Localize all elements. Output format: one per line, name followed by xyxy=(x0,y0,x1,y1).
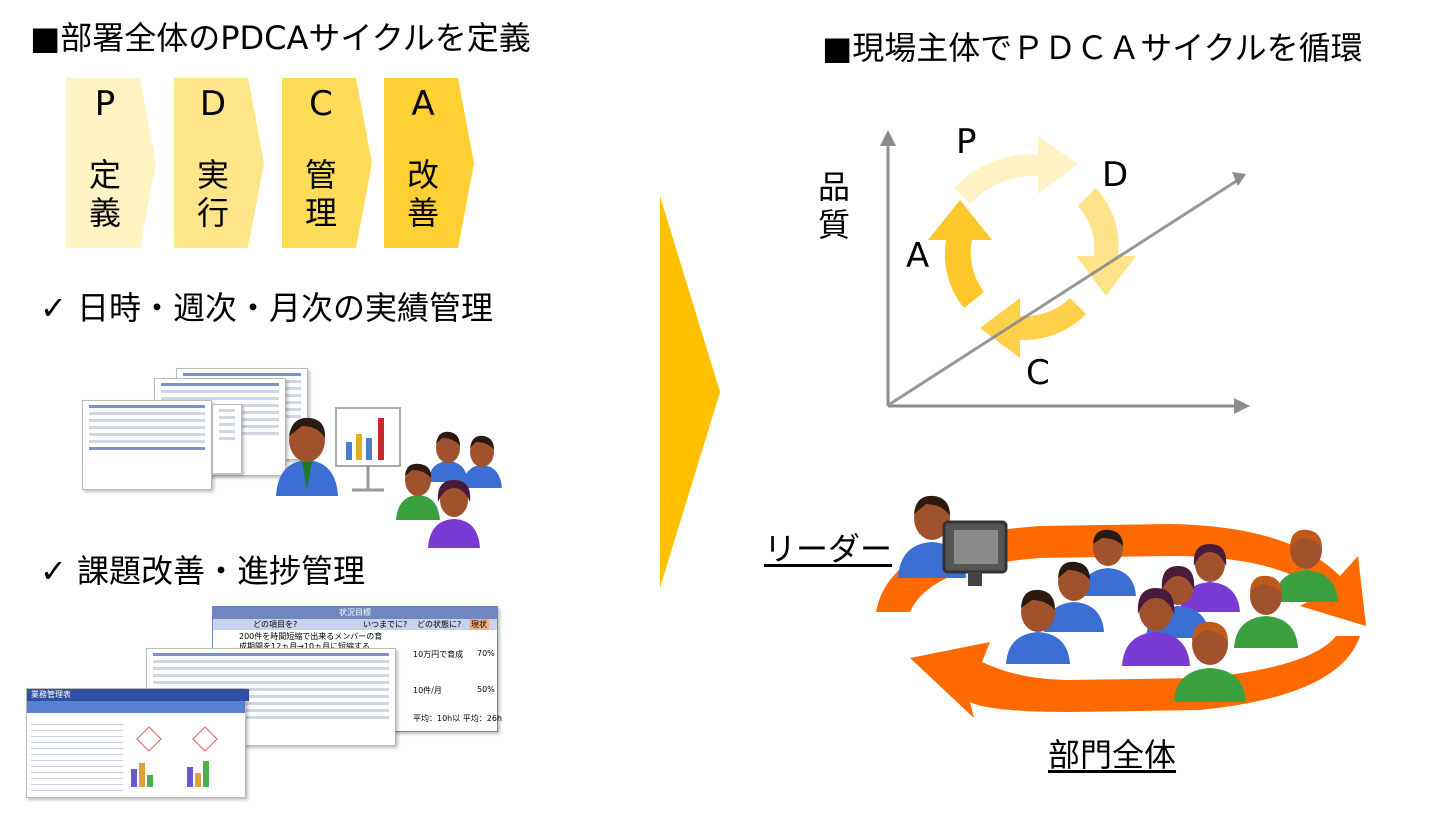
header-when: いつまでに? xyxy=(363,620,408,629)
quality-trend-line xyxy=(889,178,1239,406)
cycle-label-a: A xyxy=(906,236,930,276)
pdca-cycle-diagram xyxy=(880,130,1250,414)
step-p-word-bottom: 義 xyxy=(88,194,121,232)
target-line-1: 200件を時間短縮で出来るメンバーの育 xyxy=(239,632,383,641)
step-d-word: 実行 xyxy=(174,156,252,232)
step-a: A 改善 xyxy=(384,78,474,248)
report-left-table xyxy=(31,719,123,793)
step-a-letter: A xyxy=(411,84,435,124)
step-c-shape xyxy=(282,78,372,248)
step-a-word-bottom: 善 xyxy=(406,194,439,232)
step-c-word-top: 管 xyxy=(304,156,337,194)
cycle-arrow-d xyxy=(1076,188,1136,296)
y-axis-label: 品 質 xyxy=(818,168,850,244)
cell-rate-1: 70% xyxy=(477,649,495,658)
step-a-shape xyxy=(384,78,474,248)
target-line-2: 成期間を12ヵ月→10ヵ月に短縮する xyxy=(239,642,371,651)
x-axis-arrowhead-icon xyxy=(1234,398,1250,414)
step-c: C 管理 xyxy=(282,78,372,248)
step-c-letter: C xyxy=(309,84,333,124)
presentation-board-icon xyxy=(335,407,401,492)
header-what: どの項目を? xyxy=(253,620,298,629)
step-d-word-bottom: 行 xyxy=(196,194,229,232)
presenter-person-icon xyxy=(276,417,338,496)
status-target-header-row: どの項目を? いつまでに? どの状態に? 現状 xyxy=(213,619,497,630)
cell-count: 10件/月 xyxy=(413,686,442,695)
step-a-word: 改善 xyxy=(384,156,462,232)
cycle-arrow-p xyxy=(954,136,1078,204)
cell-cost: 10万円で育成 xyxy=(413,650,464,659)
right-heading: ■現場主体でＰＤＣＡサイクルを循環 xyxy=(822,29,1363,67)
trend-arrowhead-icon xyxy=(1232,172,1246,186)
step-p-word-top: 定 xyxy=(88,156,121,194)
step-d-shape xyxy=(174,78,264,248)
cell-average: 平均：10h以 平均：26h xyxy=(413,714,503,723)
y-axis-label-bottom: 質 xyxy=(818,206,851,244)
report-charts-icon xyxy=(131,726,218,787)
cell-rate-2: 50% xyxy=(477,685,495,694)
audience-group-icon xyxy=(396,431,502,548)
y-axis-label-top: 品 xyxy=(818,168,851,206)
y-axis-arrowhead-icon xyxy=(880,130,896,146)
cycle-arrow-a xyxy=(928,200,992,308)
cycle-label-c: C xyxy=(1026,353,1050,393)
team-members-icon xyxy=(1006,529,1338,702)
cycle-label-d: D xyxy=(1102,155,1129,195)
left-heading: ■部署全体のPDCAサイクルを定義 xyxy=(30,19,531,57)
step-d-word-top: 実 xyxy=(196,156,229,194)
bullet-performance: ✓ 日時・週次・月次の実績管理 xyxy=(40,289,493,327)
step-a-word-top: 改 xyxy=(406,156,439,194)
step-p: P 定義 xyxy=(66,78,156,248)
cycle-label-p: P xyxy=(956,122,977,162)
header-current: 現状 xyxy=(469,619,489,630)
task-board-sheet xyxy=(146,648,396,746)
step-p-letter: P xyxy=(94,84,116,124)
header-state: どの状態に? xyxy=(417,620,462,629)
team-circulation-illustration xyxy=(876,495,1366,718)
step-d-letter: D xyxy=(199,84,227,124)
business-report-sheet: 業務管理表 xyxy=(26,688,249,798)
step-c-word-bottom: 理 xyxy=(304,194,337,232)
step-p-shape xyxy=(66,78,156,248)
circulation-arrow-bottom xyxy=(910,636,1360,718)
status-target-title: 状況目標 xyxy=(213,607,497,619)
step-d: D 実行 xyxy=(174,78,264,248)
leader-label: リーダー xyxy=(764,530,893,568)
report-header-band xyxy=(27,701,245,713)
leader-person-icon xyxy=(898,495,1008,586)
doc-sheet-front xyxy=(82,400,212,490)
transition-arrow-icon xyxy=(660,196,720,588)
department-label: 部門全体 xyxy=(1048,736,1177,774)
doc-sheet-side xyxy=(212,404,242,474)
step-p-word: 定義 xyxy=(66,156,144,232)
business-report-title: 業務管理表 xyxy=(27,689,249,701)
step-c-word: 管理 xyxy=(282,156,360,232)
bullet-issue-progress: ✓ 課題改善・進捗管理 xyxy=(40,552,365,590)
cycle-arrow-c xyxy=(980,298,1086,358)
